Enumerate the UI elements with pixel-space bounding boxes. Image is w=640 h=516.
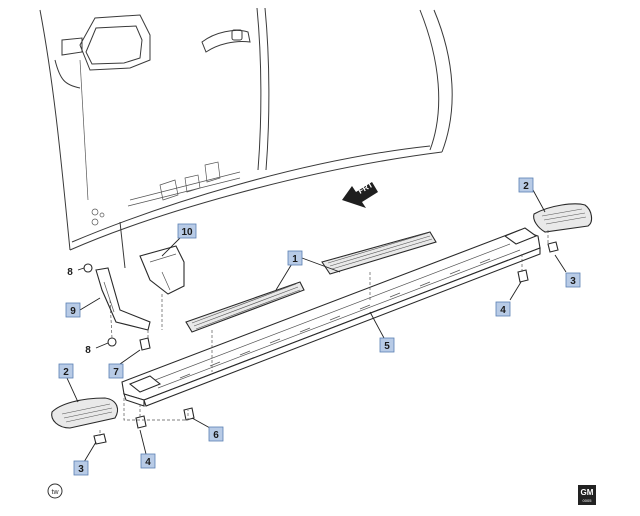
bolt-6 xyxy=(183,407,195,421)
callout-4-right: 4 xyxy=(495,301,511,317)
callout-2-right: 2 xyxy=(518,177,534,193)
step-pad-front xyxy=(321,231,437,275)
callout-3-left: 3 xyxy=(73,460,89,476)
svg-text:tw: tw xyxy=(52,489,60,496)
bolt-8-top xyxy=(83,263,93,273)
clip-rear xyxy=(93,433,107,445)
svg-text:GM: GM xyxy=(581,488,594,497)
callout-5: 5 xyxy=(379,337,395,353)
bracket-10 xyxy=(139,245,185,295)
svg-text:8: 8 xyxy=(85,345,91,356)
bolt-8-bottom xyxy=(107,337,117,347)
clip-front xyxy=(547,241,559,253)
bracket-9 xyxy=(95,267,151,331)
svg-text:2: 2 xyxy=(63,367,69,378)
nut-rear xyxy=(135,415,147,429)
svg-text:0005: 0005 xyxy=(583,498,593,503)
svg-text:9: 9 xyxy=(70,306,76,317)
svg-text:10: 10 xyxy=(181,227,193,238)
svg-text:5: 5 xyxy=(384,341,390,352)
end-cap-rear xyxy=(51,397,119,429)
tw-mark: tw xyxy=(47,483,63,499)
callout-10: 10 xyxy=(177,223,197,239)
gm-logo: GM 0005 xyxy=(578,485,596,505)
leader-lines xyxy=(66,189,567,463)
svg-text:4: 4 xyxy=(145,457,151,468)
callout-8-top: 8 xyxy=(67,267,73,278)
callout-2-left: 2 xyxy=(58,363,74,379)
svg-text:3: 3 xyxy=(570,276,576,287)
alignment-lines xyxy=(99,230,549,436)
bolt-7 xyxy=(139,337,151,351)
svg-text:1: 1 xyxy=(292,254,298,265)
callout-3-right: 3 xyxy=(565,272,581,288)
nut-front xyxy=(517,269,529,283)
callout-7: 7 xyxy=(108,363,124,379)
callout-4-left: 4 xyxy=(140,453,156,469)
callout-8-bottom: 8 xyxy=(85,345,91,356)
callout-1: 1 xyxy=(287,250,303,266)
vehicle-body-outline xyxy=(39,7,453,269)
svg-text:4: 4 xyxy=(500,305,506,316)
svg-text:6: 6 xyxy=(213,430,219,441)
end-cap-front xyxy=(533,203,593,233)
svg-text:2: 2 xyxy=(523,181,529,192)
front-direction-indicator: FRT xyxy=(342,180,378,208)
running-board-assembly xyxy=(121,227,541,407)
step-pad-rear xyxy=(185,281,305,333)
svg-text:8: 8 xyxy=(67,267,73,278)
svg-text:7: 7 xyxy=(113,367,119,378)
callout-6: 6 xyxy=(208,426,224,442)
callout-9: 9 xyxy=(65,302,81,318)
svg-text:3: 3 xyxy=(78,464,84,475)
